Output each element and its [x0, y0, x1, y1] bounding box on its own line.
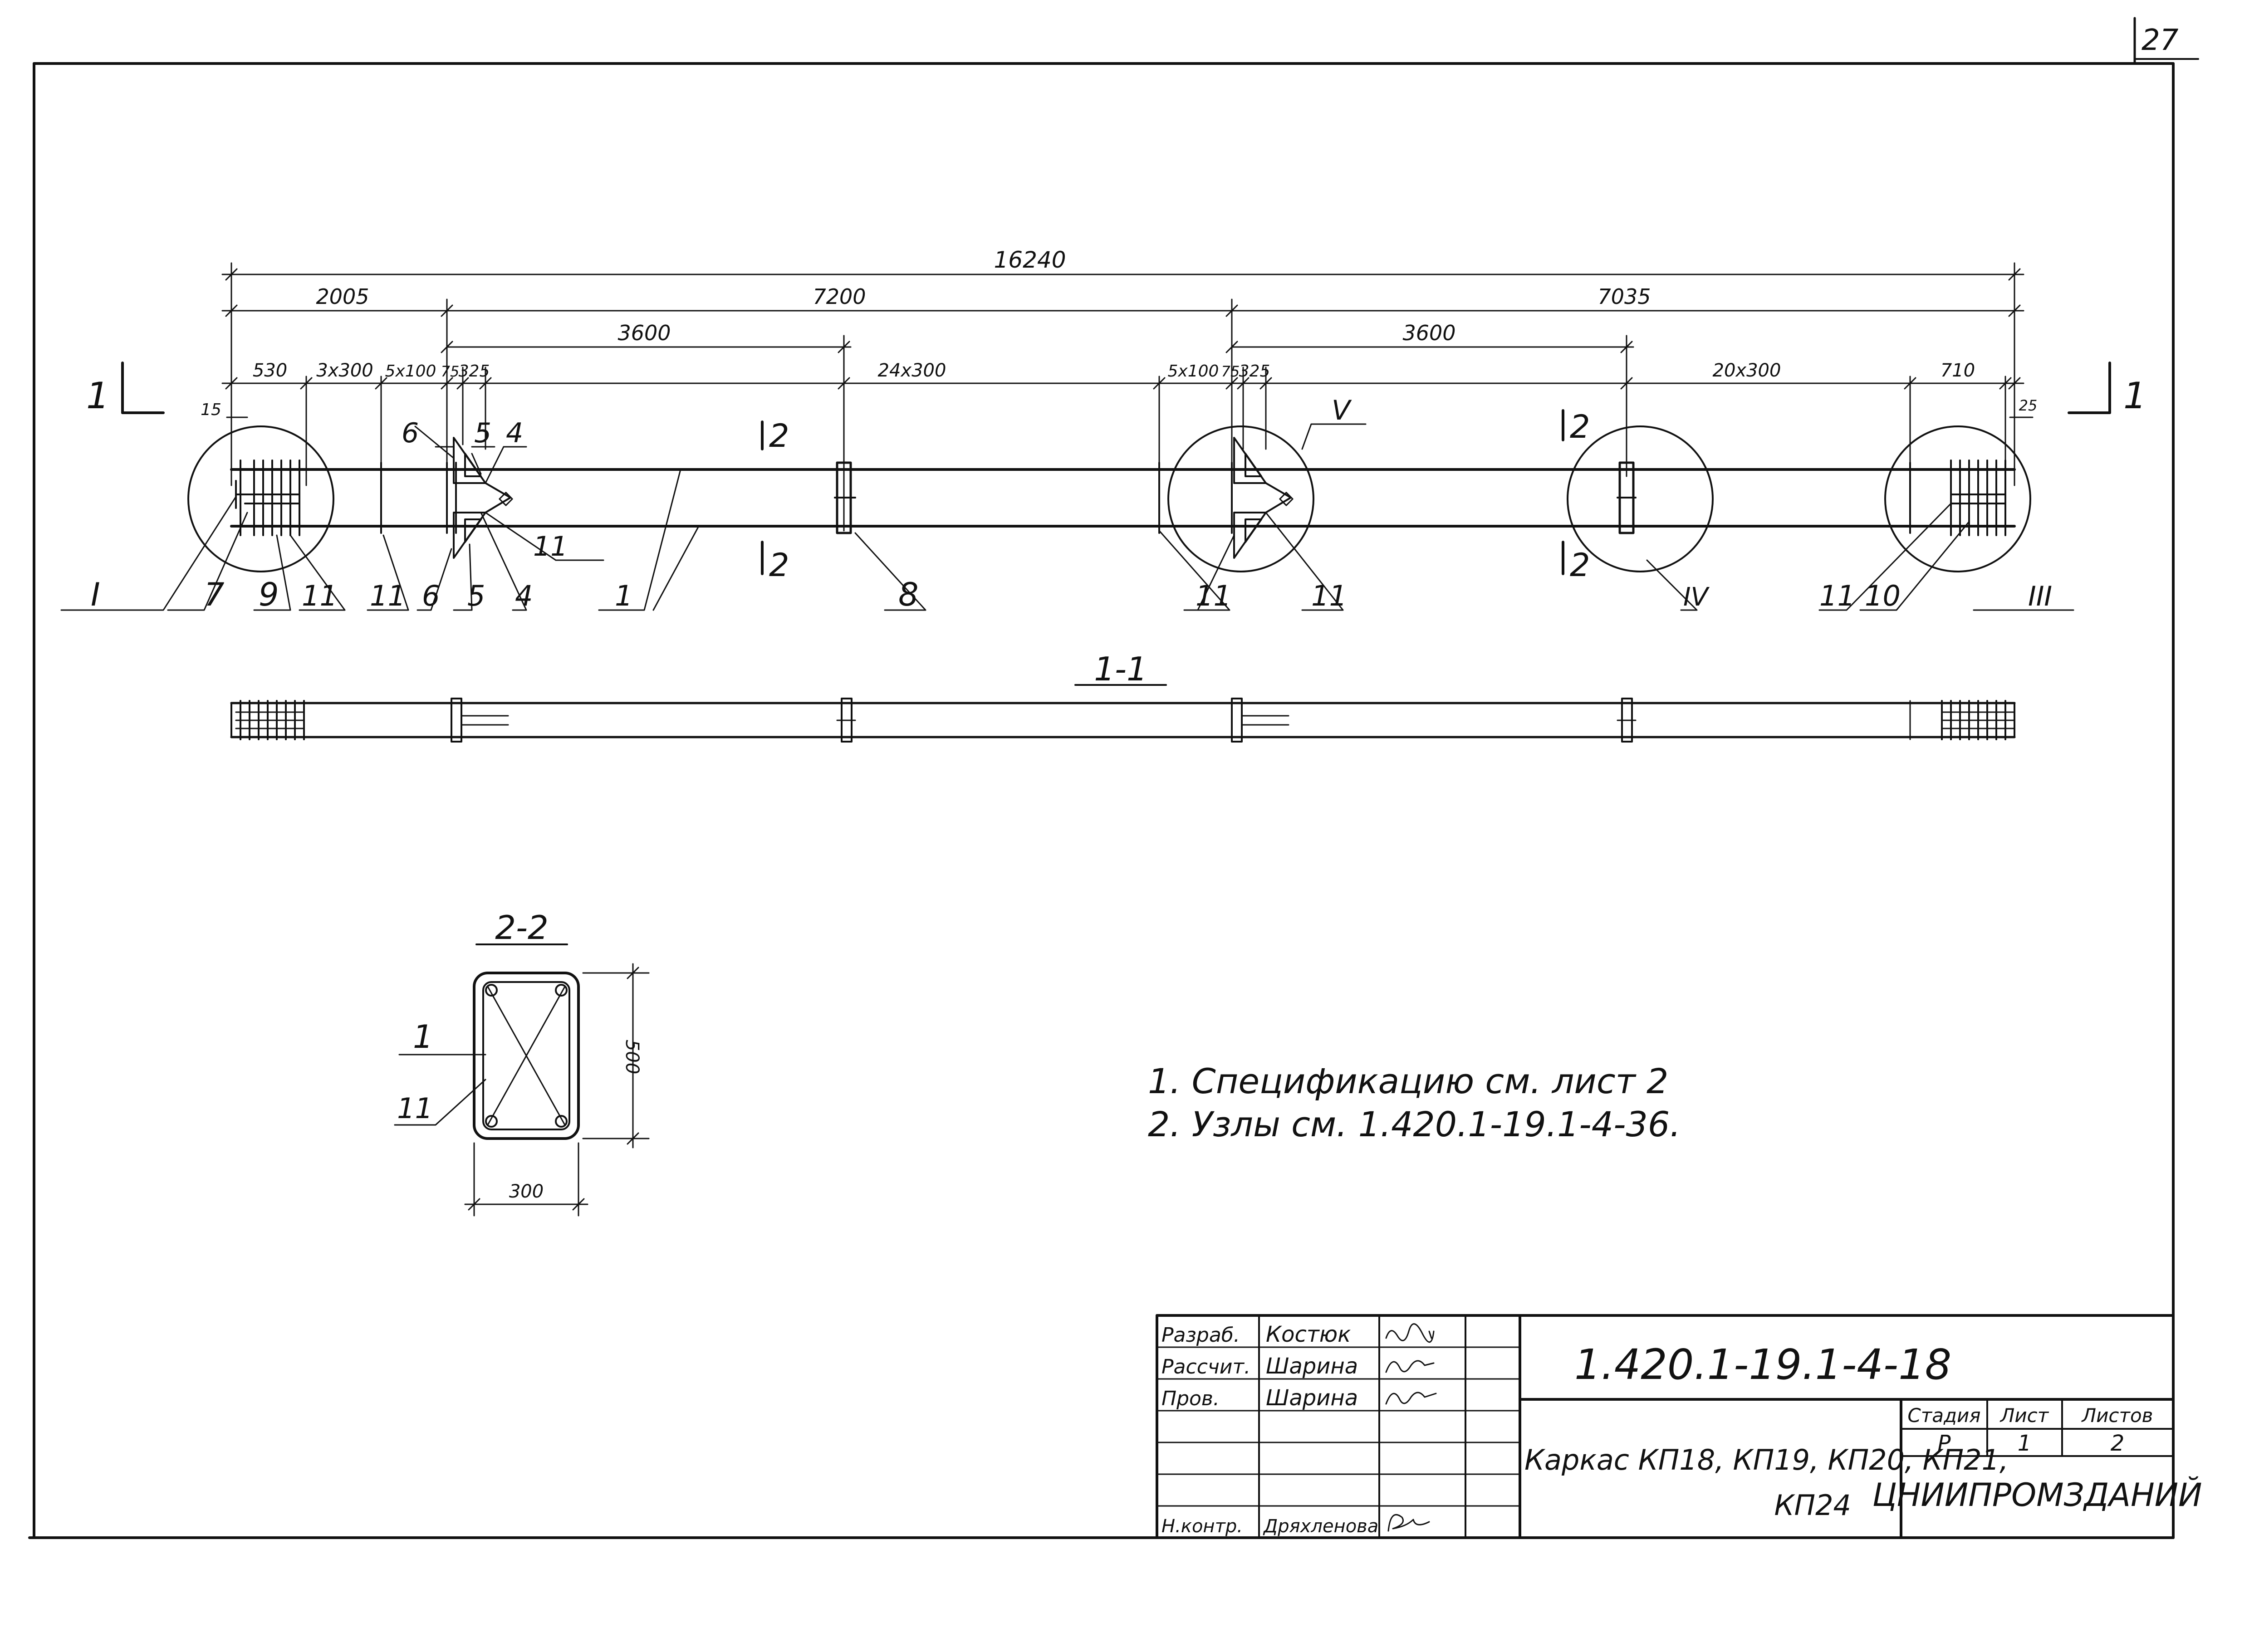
- pos-5-b: 5: [474, 417, 491, 449]
- tb-role-3: Пров.: [1161, 1387, 1220, 1410]
- tb-name-3: Шарина: [1266, 1385, 1358, 1411]
- cut2-label-a: 2: [769, 417, 789, 455]
- signatures: [1385, 1323, 1437, 1532]
- pos-11-f: 11: [533, 531, 568, 562]
- dim-325-right: 325: [1239, 362, 1270, 381]
- dim-710: 710: [1941, 360, 1975, 381]
- note-1: 1. Спецификацию см. лист 2: [1148, 1061, 1668, 1101]
- sec-pos-1: 1: [413, 1018, 433, 1056]
- dim-24x300: 24x300: [878, 360, 946, 381]
- node-label-I: I: [91, 576, 100, 613]
- dim-15: 15: [201, 401, 221, 419]
- dim-3600-left: 3600: [617, 321, 671, 345]
- sec-dim-500: 500: [622, 1040, 642, 1074]
- section-1-1-view: [230, 698, 2016, 743]
- page-number: 27: [2141, 24, 2179, 57]
- dimension-lines: [221, 262, 2034, 532]
- cut2-label-c: 2: [1570, 408, 1590, 445]
- dim-5x100-left: 5x100: [385, 362, 436, 381]
- section-1-1-title: 1-1: [1094, 650, 1147, 688]
- dim-right: 7035: [1598, 284, 1651, 309]
- dim-overall: 16240: [994, 247, 1066, 273]
- dim-325-left: 325: [459, 362, 490, 381]
- section-mark-2: [761, 409, 1564, 575]
- dim-20x300: 20x300: [1713, 360, 1781, 381]
- tb-stage-label: Стадия: [1907, 1404, 1980, 1427]
- notes: 1. Спецификацию см. лист 2 2. Узлы см. 1…: [1148, 1061, 1681, 1144]
- sec-pos-11: 11: [397, 1092, 433, 1125]
- dim-75-right: 75: [1221, 363, 1240, 380]
- tb-sheet-label: Лист: [1999, 1404, 2049, 1427]
- pos-7: 7: [204, 576, 225, 613]
- pos-1-a: 1: [615, 579, 632, 612]
- cut-label-right: 1: [2123, 375, 2146, 417]
- dim-3600-right: 3600: [1402, 321, 1455, 345]
- drawing-title-line1: Каркас КП18, КП19, КП20, КП21,: [1524, 1443, 2009, 1476]
- dim-3x300: 3x300: [316, 360, 373, 381]
- sheet-frame: [28, 17, 2199, 1539]
- tb-name-1: Костюк: [1266, 1322, 1351, 1347]
- node-label-IV: IV: [1683, 582, 1710, 612]
- pos-11-a: 11: [302, 579, 338, 612]
- dim-left: 2005: [316, 284, 369, 309]
- tb-stage: Р: [1938, 1431, 1951, 1456]
- section-2-2-title: 2-2: [495, 909, 549, 947]
- organization-name: ЦНИИПРОМЗДАНИЙ: [1872, 1476, 2202, 1514]
- tb-name-2: Шарина: [1266, 1354, 1358, 1379]
- dimension-values: 16240 2005 7200 7035 3600 3600 530 3x300…: [201, 247, 2037, 419]
- drawing-title-line2: КП24: [1774, 1489, 1851, 1522]
- pos-11-d: 11: [1311, 579, 1347, 612]
- pos-11-c: 11: [1196, 579, 1231, 612]
- cut-label-left: 1: [86, 375, 109, 417]
- tb-name-7: Дряхленова: [1263, 1516, 1378, 1537]
- dim-mid: 7200: [813, 284, 866, 309]
- pos-5-a: 5: [467, 579, 485, 612]
- pos-10: 10: [1865, 579, 1901, 612]
- sec-dim-300: 300: [509, 1181, 544, 1202]
- node-label-III: III: [2028, 581, 2052, 612]
- dim-25: 25: [2019, 397, 2038, 414]
- tb-sheet-no: 1: [2018, 1431, 2032, 1456]
- pos-6-a: 6: [422, 579, 440, 612]
- position-labels: 7 9 11 11 6 5 4 1 8 11 11 11 10 6 5 4 11: [204, 417, 1901, 613]
- section-2-2-view: [394, 963, 650, 1217]
- pos-6-b: 6: [402, 417, 419, 449]
- pos-11-b: 11: [370, 579, 406, 612]
- dim-75-left: 75: [441, 363, 460, 380]
- dim-5x100-right: 5x100: [1168, 362, 1219, 381]
- section-mark-1: [121, 362, 2111, 414]
- tb-role-1: Разраб.: [1161, 1324, 1240, 1347]
- tb-sheets-label: Листов: [2081, 1404, 2153, 1427]
- title-block-text: Разраб. Рассчит. Пров. Н.контр. Костюк Ш…: [1161, 1322, 2202, 1537]
- tb-role-7: Н.контр.: [1161, 1516, 1243, 1537]
- tb-sheets-total: 2: [2111, 1431, 2125, 1456]
- pos-4-b: 4: [506, 417, 523, 449]
- cut2-label-b: 2: [769, 547, 789, 584]
- node-label-V: V: [1332, 395, 1352, 426]
- tb-role-2: Рассчит.: [1161, 1355, 1250, 1378]
- pos-4-a: 4: [515, 579, 533, 612]
- pos-9: 9: [259, 576, 279, 613]
- pos-11-e: 11: [1819, 579, 1855, 612]
- leader-lines: [60, 423, 2074, 611]
- cut2-label-d: 2: [1570, 547, 1590, 584]
- title-block: [1156, 1314, 2175, 1539]
- dim-530: 530: [253, 360, 287, 381]
- doc-code: 1.420.1-19.1-4-18: [1574, 1340, 1951, 1389]
- note-2: 2. Узлы см. 1.420.1-19.1-4-36.: [1148, 1104, 1681, 1144]
- frame-elevation: [230, 437, 2016, 559]
- pos-8: 8: [898, 576, 919, 613]
- node-callout-circles: [187, 425, 2031, 572]
